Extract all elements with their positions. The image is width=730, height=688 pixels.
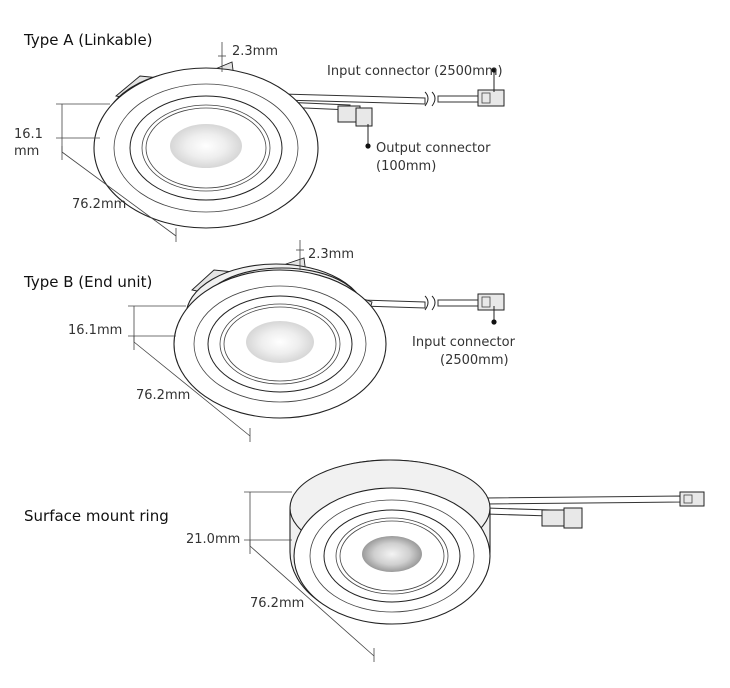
type-a-output-connector-shape: [337, 105, 373, 127]
type-b-height-dim: 16.1mm: [68, 305, 186, 342]
type-b-diameter-dim-label: 76.2mm: [136, 388, 190, 403]
type-a-input-leader: Input connector (2500mm): [327, 64, 503, 92]
type-a-input-connector-shape: [477, 89, 505, 107]
type-b-input-connector-label-1: Input connector: [412, 335, 516, 350]
type-b-input-leader: Input connector (2500mm): [412, 306, 516, 368]
type-a-flange-dim: 2.3mm: [218, 42, 278, 72]
surface-ring-height-dim: 21.0mm: [186, 491, 292, 547]
surface-ring-wires: [485, 495, 681, 517]
type-a-wires: [281, 91, 479, 111]
type-a-group: Type A (Linkable): [14, 31, 505, 242]
surface-ring-title: Surface mount ring: [24, 507, 169, 525]
type-a-housing: [93, 67, 319, 229]
type-a-diameter-dim-label: 76.2mm: [72, 197, 126, 212]
type-b-input-connector-label-2: (2500mm): [440, 353, 509, 368]
type-b-lens: [246, 321, 314, 363]
type-a-height-dim: 16.1 mm: [14, 103, 110, 159]
surface-ring-lens: [362, 536, 422, 572]
type-b-diameter-dim: 76.2mm: [133, 336, 251, 442]
type-b-height-dim-label: 16.1mm: [68, 323, 122, 338]
type-a-height-dim-line2: mm: [14, 144, 39, 159]
type-a-title: Type A (Linkable): [23, 31, 153, 49]
type-b-input-connector-shape: [477, 293, 505, 311]
surface-ring-diameter-dim-label: 76.2mm: [250, 596, 304, 611]
type-b-group: Type B (End unit): [23, 240, 516, 442]
surface-ring-height-dim-label: 21.0mm: [186, 532, 240, 547]
type-a-output-leader: Output connector (100mm): [365, 124, 491, 174]
type-b-flange-dim: 2.3mm: [296, 240, 354, 270]
type-b-wires: [359, 295, 479, 311]
surface-ring-group: Surface mount ring 21.: [24, 459, 705, 662]
type-a-flange-dim-label: 2.3mm: [232, 44, 278, 59]
type-b-flange-dim-label: 2.3mm: [308, 247, 354, 262]
type-a-lens: [170, 124, 242, 168]
type-b-housing: [173, 263, 387, 419]
surface-ring-housing: [289, 459, 491, 625]
type-a-output-connector-label-2: (100mm): [376, 159, 436, 174]
type-a-diameter-dim: 76.2mm: [61, 146, 177, 242]
type-a-height-dim-line1: 16.1: [14, 127, 43, 142]
type-b-title: Type B (End unit): [23, 273, 152, 291]
type-a-output-connector-label-1: Output connector: [376, 141, 491, 156]
type-a-input-connector-label: Input connector (2500mm): [327, 64, 503, 79]
surface-ring-connectors: [541, 491, 705, 529]
surface-ring-diameter-dim: 76.2mm: [249, 540, 375, 662]
